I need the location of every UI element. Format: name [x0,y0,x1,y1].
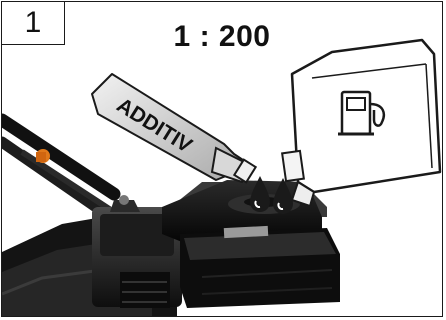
mix-ratio: 1 : 200 [162,20,282,54]
step-number: 1 [2,2,65,45]
mower-handle [2,120,120,216]
fuel-canister [282,40,440,206]
instruction-panel: 1 1 : 200 ADDITIV [1,1,443,317]
